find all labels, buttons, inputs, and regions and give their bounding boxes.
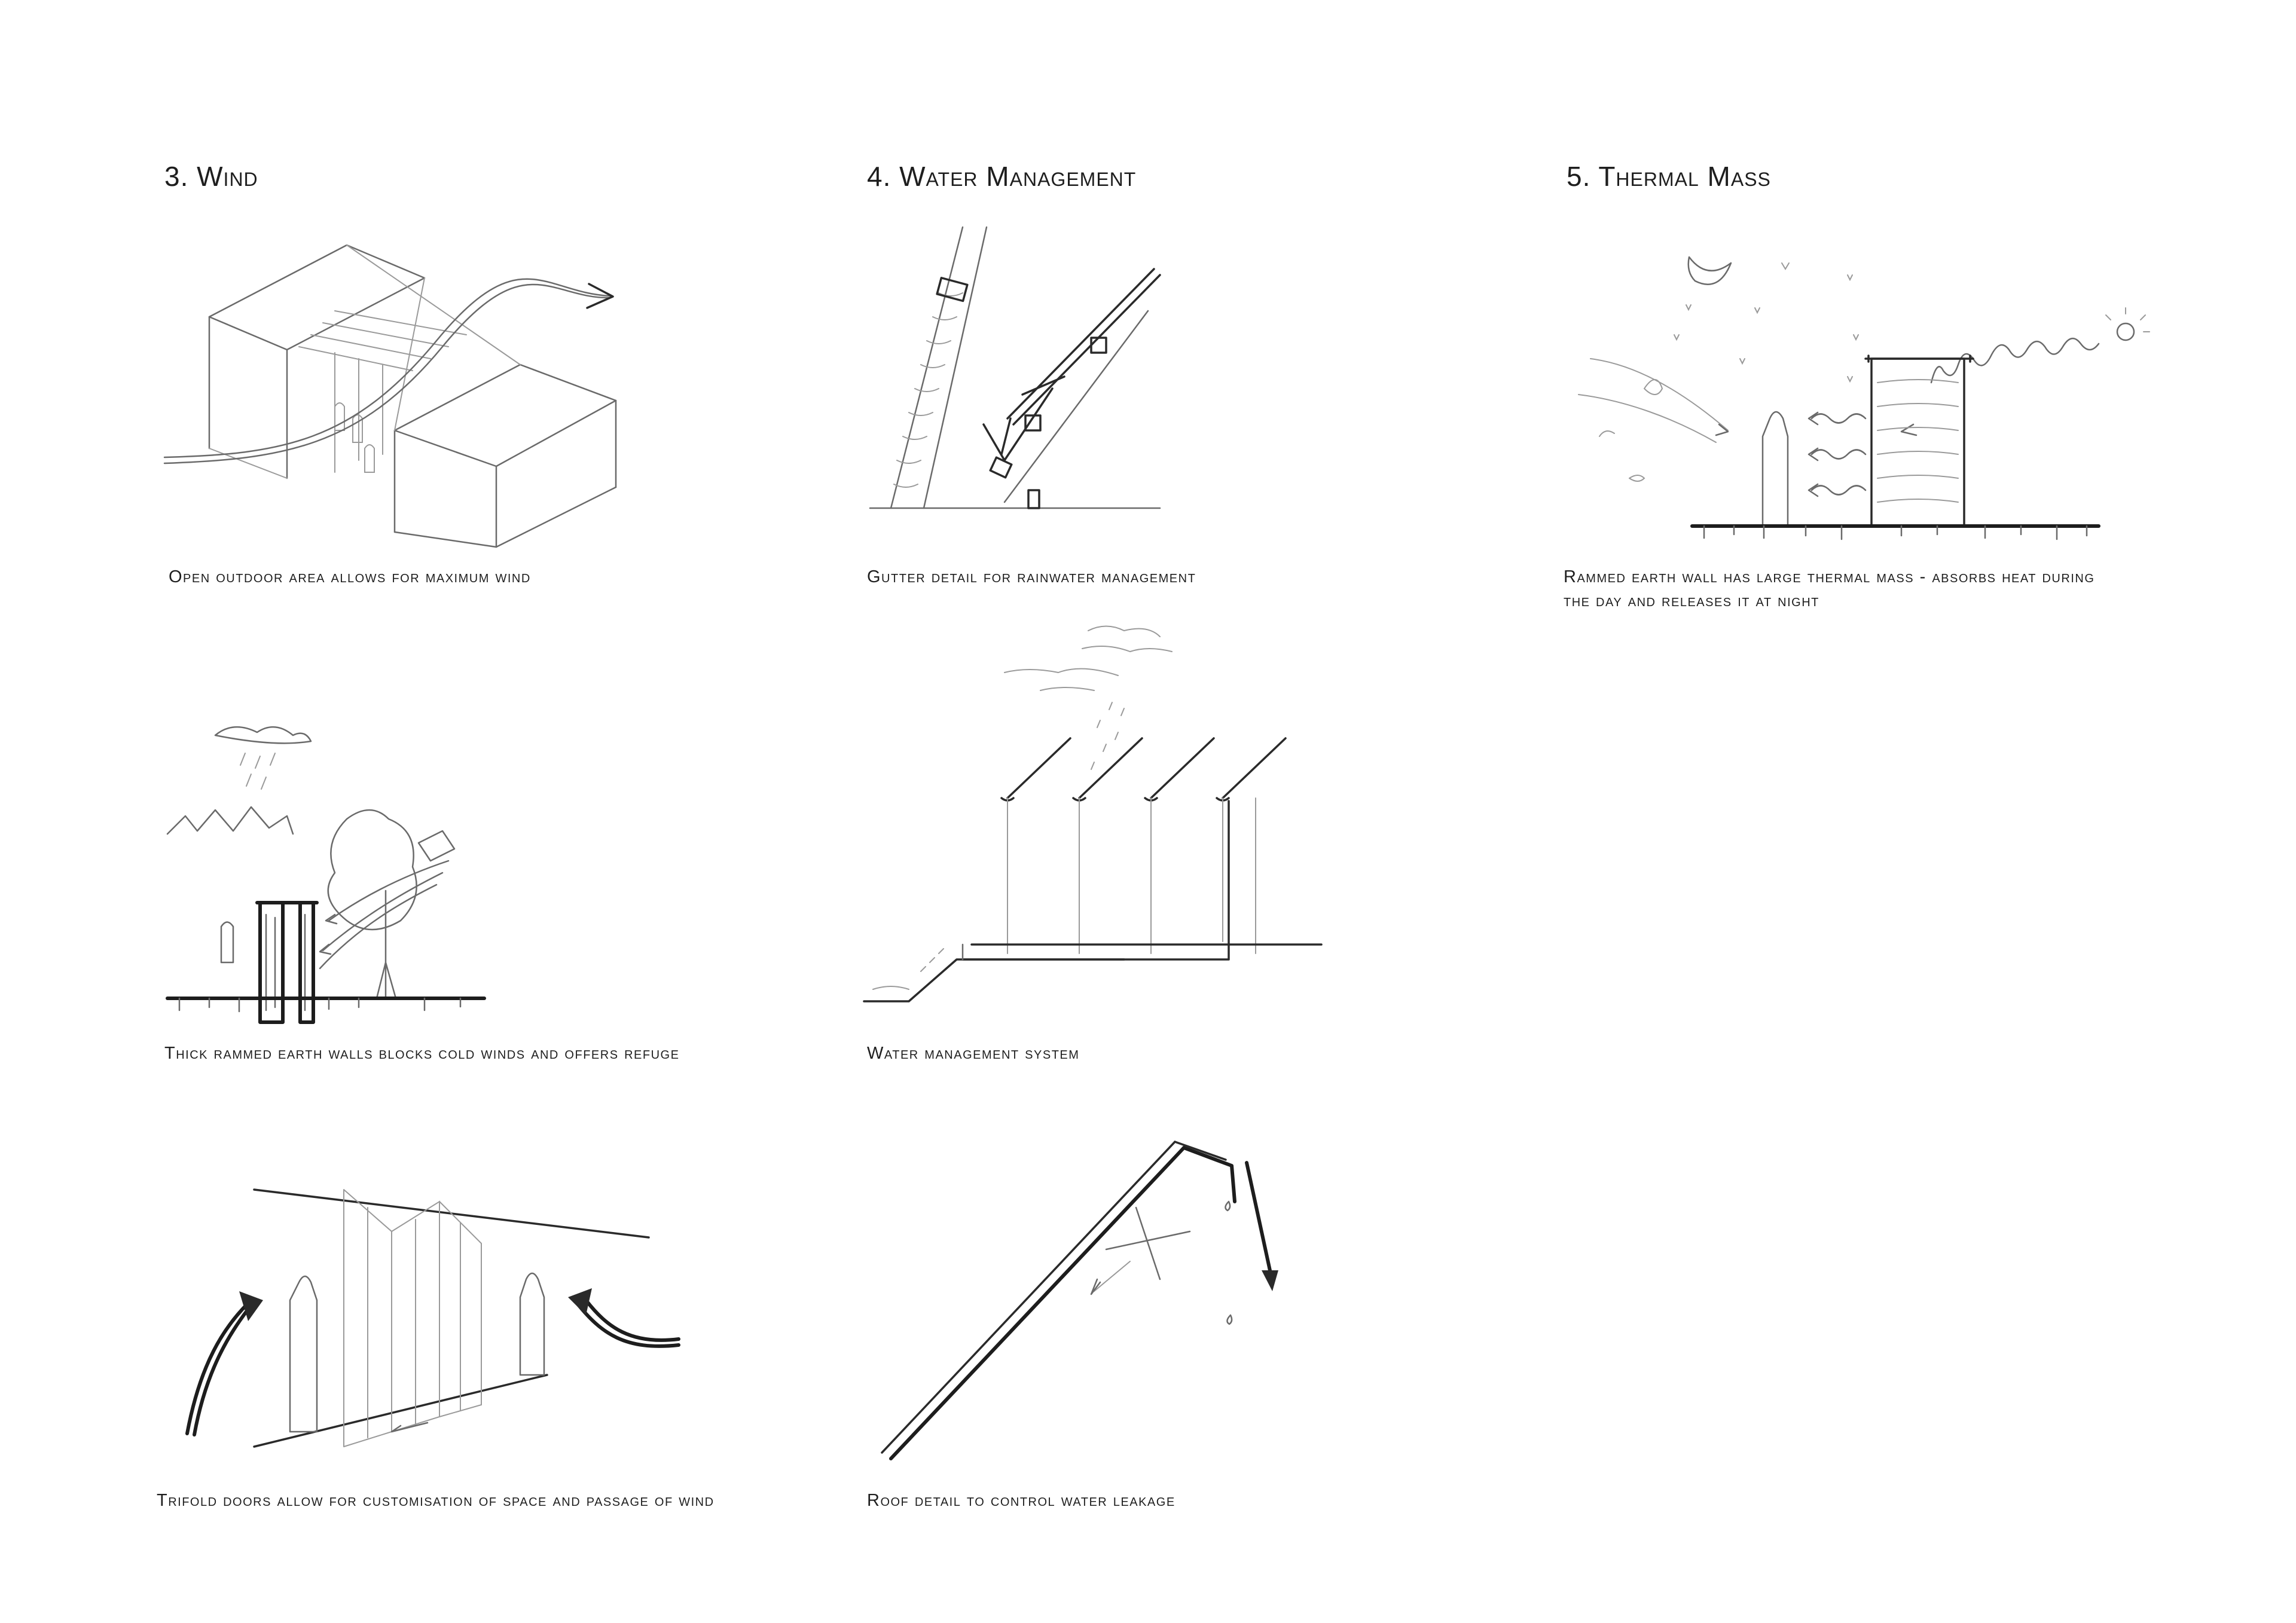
heading-thermal-mass: 5. Thermal Mass	[1567, 161, 1771, 192]
sketch-roof-detail	[879, 1136, 1297, 1471]
caption-water-management-system: Water management system	[867, 1044, 1080, 1063]
caption-roof-detail: Roof detail to control water leakage	[867, 1491, 1176, 1510]
caption-gutter-detail: Gutter detail for rainwater management	[867, 567, 1196, 586]
sketch-thermal-mass-wall	[1567, 239, 2152, 540]
caption-thermal-mass-wall: Rammed earth wall has large thermal mass…	[1564, 567, 2095, 610]
caption-open-outdoor-area: Open outdoor area allows for maximum win…	[169, 567, 531, 586]
sketch-water-management-system	[861, 619, 1327, 1013]
sketch-gutter-detail	[867, 221, 1166, 532]
sketch-open-outdoor-area	[161, 221, 640, 556]
caption-thick-rammed-earth-walls: Thick rammed earth walls blocks cold win…	[164, 1044, 680, 1063]
sketch-trifold-doors	[158, 1166, 720, 1465]
sketch-thick-rammed-earth-walls	[161, 711, 604, 1024]
heading-water-management: 4. Water Management	[867, 161, 1137, 192]
heading-wind: 3. Wind	[164, 161, 258, 192]
caption-trifold-doors: Trifold doors allow for customisation of…	[157, 1491, 715, 1510]
